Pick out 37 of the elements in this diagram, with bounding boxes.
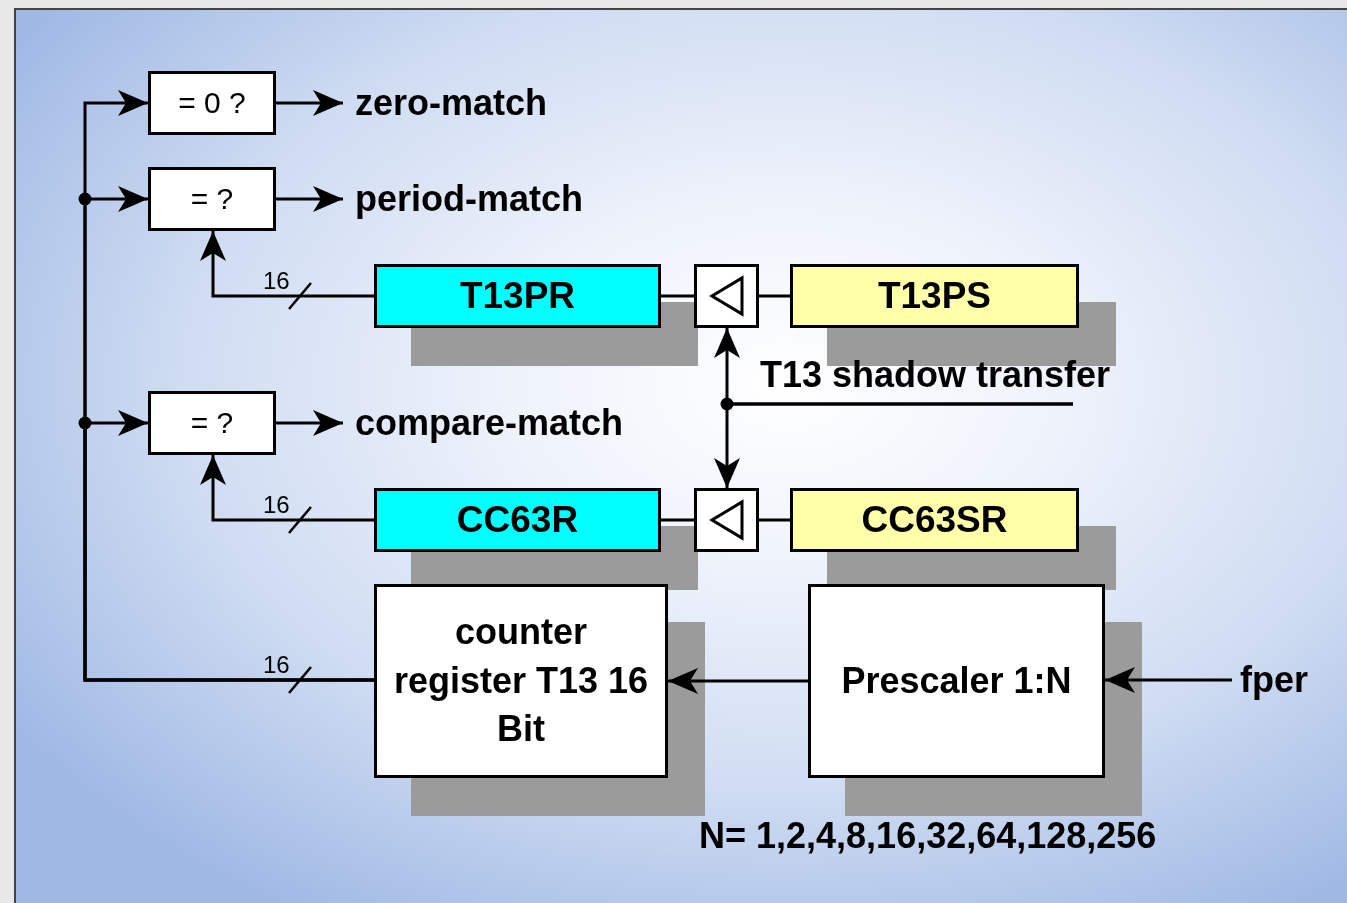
edge-label: 16 bbox=[263, 653, 290, 677]
register-box bbox=[374, 488, 661, 552]
box-label: CC63R bbox=[456, 498, 579, 542]
comparator-box bbox=[148, 391, 276, 455]
signal-label: T13 shadow transfer bbox=[760, 354, 1111, 396]
signal-label: fper bbox=[1240, 659, 1308, 701]
signal-label: compare-match bbox=[355, 402, 624, 444]
box-label: T13PR bbox=[459, 274, 576, 318]
connector-arrow bbox=[714, 402, 1073, 488]
edge-label: 16 bbox=[263, 493, 290, 517]
connector-arrow bbox=[1105, 667, 1232, 693]
box-label: T13PS bbox=[877, 274, 992, 318]
shadow-register-box bbox=[790, 264, 1079, 328]
connector-arrow bbox=[276, 410, 343, 436]
comparator-box bbox=[148, 71, 276, 135]
buffer-box bbox=[694, 488, 759, 552]
connector-arrow bbox=[276, 90, 343, 116]
signal-label: zero-match bbox=[355, 82, 548, 124]
process-box bbox=[374, 584, 668, 778]
box-label: counter register T13 16 Bit bbox=[392, 610, 650, 752]
connector-arrow bbox=[668, 668, 808, 694]
connector-arrow bbox=[83, 410, 374, 682]
signal-label: period-match bbox=[355, 178, 584, 220]
box-label: = ? bbox=[190, 405, 234, 441]
note-text: N= 1,2,4,8,16,32,64,128,256 bbox=[699, 815, 1157, 857]
edge-label: 16 bbox=[263, 269, 290, 293]
connector-arrow bbox=[276, 186, 343, 212]
box-label: = 0 ? bbox=[178, 85, 246, 121]
shadow-register-box bbox=[790, 488, 1079, 552]
box-label: = ? bbox=[190, 181, 234, 217]
box-label: Prescaler 1:N bbox=[840, 658, 1073, 703]
register-box bbox=[374, 264, 661, 328]
connector-arrow bbox=[200, 455, 374, 522]
buffer-box bbox=[694, 264, 759, 328]
box-label: CC63SR bbox=[861, 498, 1008, 542]
comparator-box bbox=[148, 167, 276, 231]
connector-arrow bbox=[200, 231, 374, 298]
